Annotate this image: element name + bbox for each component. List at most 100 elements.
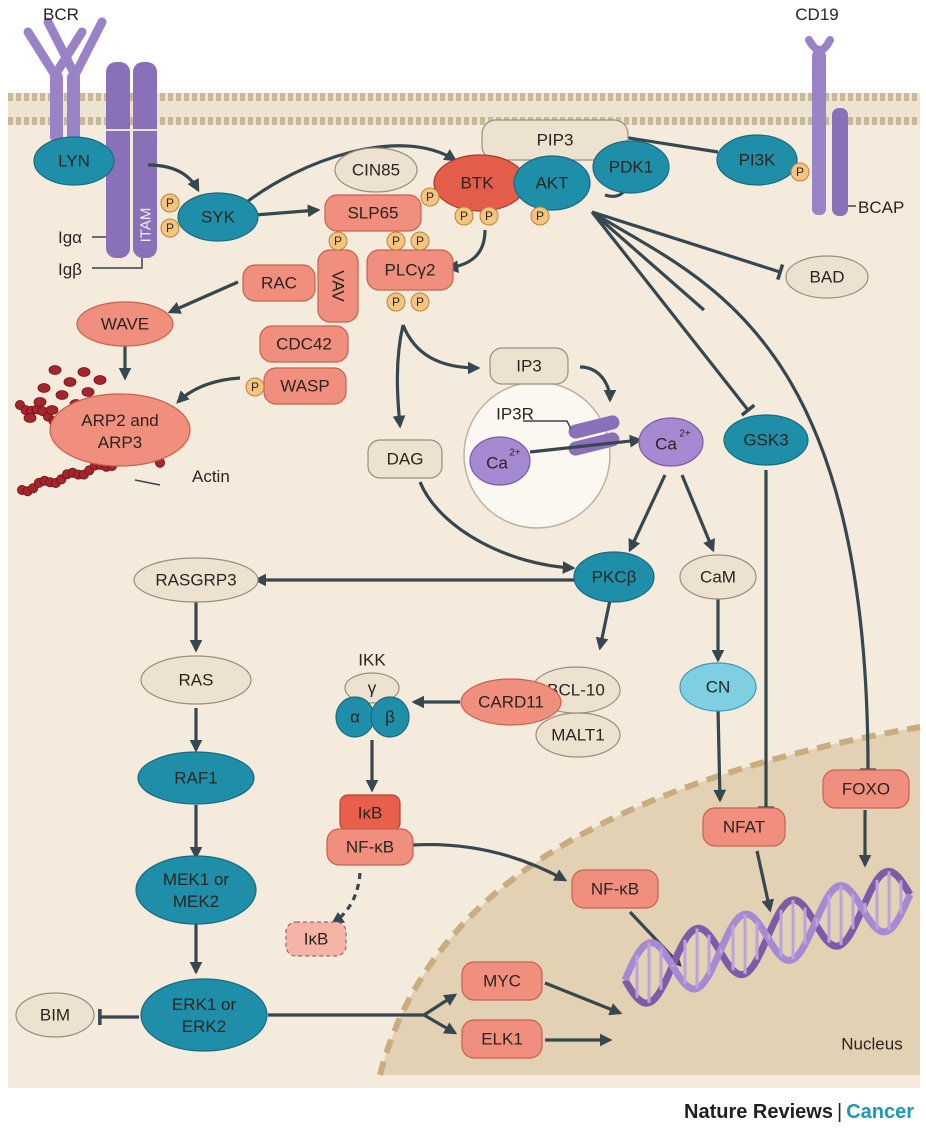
svg-text:WASP: WASP <box>280 377 329 396</box>
phospho-site: P <box>160 193 180 213</box>
node-nfat: NFAT <box>702 807 786 847</box>
cd19-receptor <box>805 36 848 216</box>
node-ikk-alpha: α <box>335 696 375 738</box>
node-cin85: CIN85 <box>334 147 418 193</box>
node-gsk3: GSK3 <box>723 414 809 466</box>
svg-text:IP3: IP3 <box>516 357 542 376</box>
svg-text:P: P <box>392 234 400 248</box>
svg-text:NF-κB: NF-κB <box>346 838 394 857</box>
svg-text:P: P <box>460 209 468 223</box>
svg-text:SYK: SYK <box>201 208 236 227</box>
phospho-sites: P P P P P P P P P P P P P <box>160 162 810 397</box>
node-cn: CN <box>679 662 757 712</box>
svg-text:γ: γ <box>368 679 377 698</box>
node-plcg2: PLCγ2 <box>366 249 454 291</box>
ig-alpha-chain <box>106 62 130 258</box>
svg-text:PIP3: PIP3 <box>537 131 574 150</box>
ikk-label: IKK <box>358 651 386 670</box>
svg-text:P: P <box>485 209 493 223</box>
node-cdc42: CDC42 <box>259 325 349 363</box>
node-dag: DAG <box>367 439 443 479</box>
node-elk1: ELK1 <box>461 1019 543 1059</box>
svg-text:WAVE: WAVE <box>101 315 149 334</box>
svg-text:CN: CN <box>706 678 731 697</box>
journal-name: Cancer <box>846 1101 914 1123</box>
actin-bead <box>48 365 62 375</box>
node-bad: BAD <box>785 255 869 299</box>
phospho-site: P <box>790 162 810 182</box>
svg-text:P: P <box>334 234 342 248</box>
node-nfkb: NF-κB <box>326 828 414 866</box>
node-card11: CARD11 <box>460 678 562 726</box>
node-foxo: FOXO <box>822 769 910 809</box>
svg-text:Ca: Ca <box>655 435 677 454</box>
svg-text:NF-κB: NF-κB <box>591 880 639 899</box>
svg-text:BTK: BTK <box>460 174 494 193</box>
svg-text:RASGRP3: RASGRP3 <box>155 571 236 590</box>
node-akt: AKT <box>513 155 591 211</box>
node-malt1: MALT1 <box>535 712 621 758</box>
footer-separator: | <box>836 1101 843 1123</box>
journal-footer: Nature Reviews|Cancer <box>684 1101 914 1124</box>
bcr-signalling-diagram: ITAM BCR Igα Igβ CD19 BCAP <box>8 5 921 1088</box>
svg-text:P: P <box>416 295 424 309</box>
svg-text:RAC: RAC <box>261 274 297 293</box>
node-lyn: LYN <box>33 136 115 186</box>
phospho-site: P <box>386 292 406 312</box>
node-pdk1: PDK1 <box>592 140 670 194</box>
node-vav: VAV <box>317 249 359 323</box>
ig-beta-chain <box>133 62 157 258</box>
bcap-chain <box>832 108 848 216</box>
actin-label: Actin <box>192 467 230 486</box>
node-slp65: SLP65 <box>324 194 422 232</box>
node-ikb: IκB <box>339 794 401 832</box>
node-syk: SYK <box>177 192 259 242</box>
svg-text:PDK1: PDK1 <box>609 158 653 177</box>
svg-text:2+: 2+ <box>509 448 521 459</box>
phospho-site: P <box>420 187 440 207</box>
nuclear-envelope <box>377 724 921 1076</box>
node-ikk-beta: β <box>370 696 410 738</box>
svg-text:PLCγ2: PLCγ2 <box>384 261 435 280</box>
actin-bead <box>77 367 91 377</box>
svg-text:SLP65: SLP65 <box>347 204 398 223</box>
phospho-site: P <box>410 231 430 251</box>
node-btk: BTK <box>433 154 527 212</box>
svg-text:FOXO: FOXO <box>842 780 890 799</box>
svg-text:CaM: CaM <box>700 568 736 587</box>
svg-text:P: P <box>426 190 434 204</box>
svg-text:P: P <box>796 165 804 179</box>
ip3r-label: IP3R <box>496 405 534 424</box>
svg-text:CDC42: CDC42 <box>276 335 332 354</box>
bcap-label: BCAP <box>858 198 904 217</box>
actin-bead <box>55 390 69 400</box>
node-rasgrp3: RASGRP3 <box>133 557 259 603</box>
svg-text:GSK3: GSK3 <box>743 431 788 450</box>
svg-text:P: P <box>536 209 544 223</box>
svg-text:MYC: MYC <box>483 972 521 991</box>
svg-text:BCL-10: BCL-10 <box>547 681 605 700</box>
actin-bead <box>23 413 37 423</box>
node-ras: RAS <box>140 655 252 705</box>
node-ikk-gamma: γ <box>344 672 400 704</box>
node-wasp: WASP <box>263 367 347 405</box>
ig-alpha-label: Igα <box>58 228 82 247</box>
plasma-membrane <box>8 93 920 125</box>
node-myc: MYC <box>461 961 543 1001</box>
svg-text:P: P <box>251 380 259 394</box>
node-ikb-free: IκB <box>285 921 347 957</box>
node-pi3k: PI3K <box>716 134 798 186</box>
node-calcium-cytosolic: Ca 2+ <box>638 417 704 467</box>
actin-bead <box>81 387 95 397</box>
phospho-site: P <box>328 231 348 251</box>
svg-text:α: α <box>350 708 360 727</box>
phospho-site: P <box>454 206 474 226</box>
svg-text:PI3K: PI3K <box>739 151 777 170</box>
phospho-site: P <box>160 218 180 238</box>
svg-text:ELK1: ELK1 <box>481 1030 523 1049</box>
node-raf1: RAF1 <box>137 751 255 805</box>
